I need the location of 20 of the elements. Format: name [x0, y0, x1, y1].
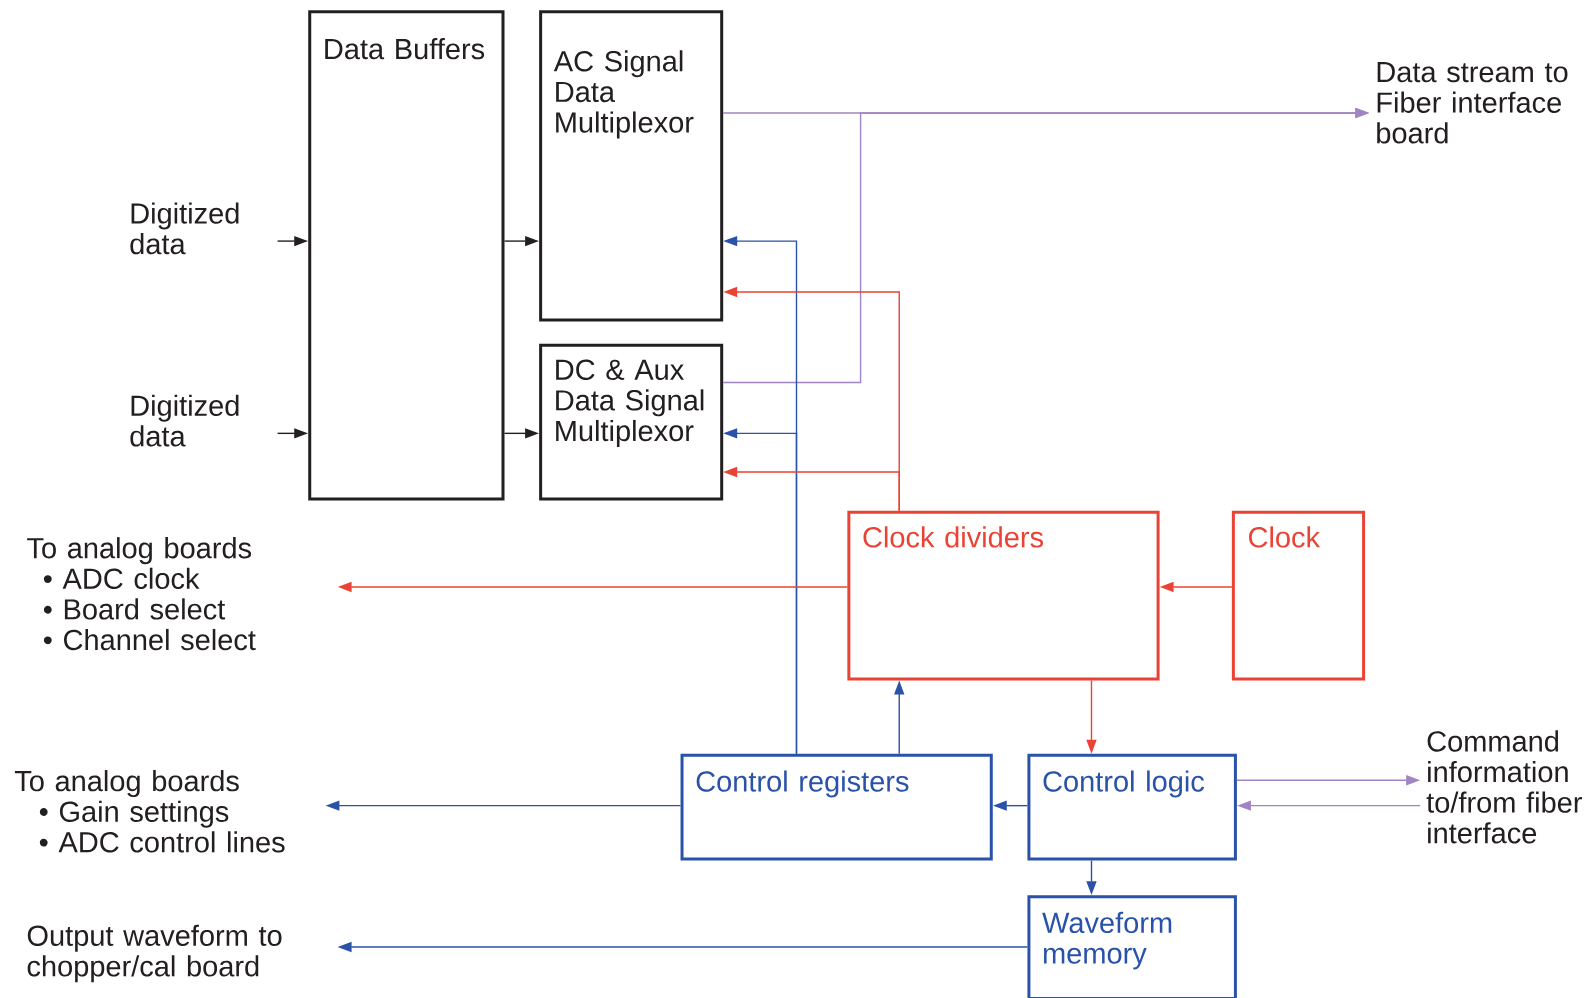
bullet-item: • Gain settings	[39, 800, 229, 828]
output-label: Output waveform to chopper/cal board	[27, 924, 282, 983]
destination-label: To analog boards	[27, 537, 252, 565]
block-box: AC Signal Data Multiplexor	[539, 10, 724, 322]
destination-label: To analog boards	[14, 770, 239, 798]
output-label: Data stream to Fiber interface board	[1377, 62, 1568, 144]
block-box: Control registers	[680, 753, 993, 861]
input-label: Digitized data	[130, 394, 239, 447]
bullet-item: • Board select	[43, 598, 226, 620]
input-label: Digitized data	[130, 202, 239, 255]
block-box: Control logic	[1027, 753, 1237, 861]
block-box: Clock dividers	[847, 510, 1160, 681]
block-box: Data Buffers	[308, 10, 505, 501]
bullet-item: • Channel select	[43, 628, 256, 651]
block-box: Waveform memory	[1027, 895, 1237, 998]
bullet-item: • ADC control lines	[39, 831, 285, 853]
block-box: DC & Aux Data Signal Multiplexor	[539, 343, 724, 501]
bullet-item: • ADC clock	[43, 567, 200, 590]
input-label: Command information to/from fiber interface	[1426, 730, 1582, 844]
block-box: Clock	[1231, 510, 1366, 681]
